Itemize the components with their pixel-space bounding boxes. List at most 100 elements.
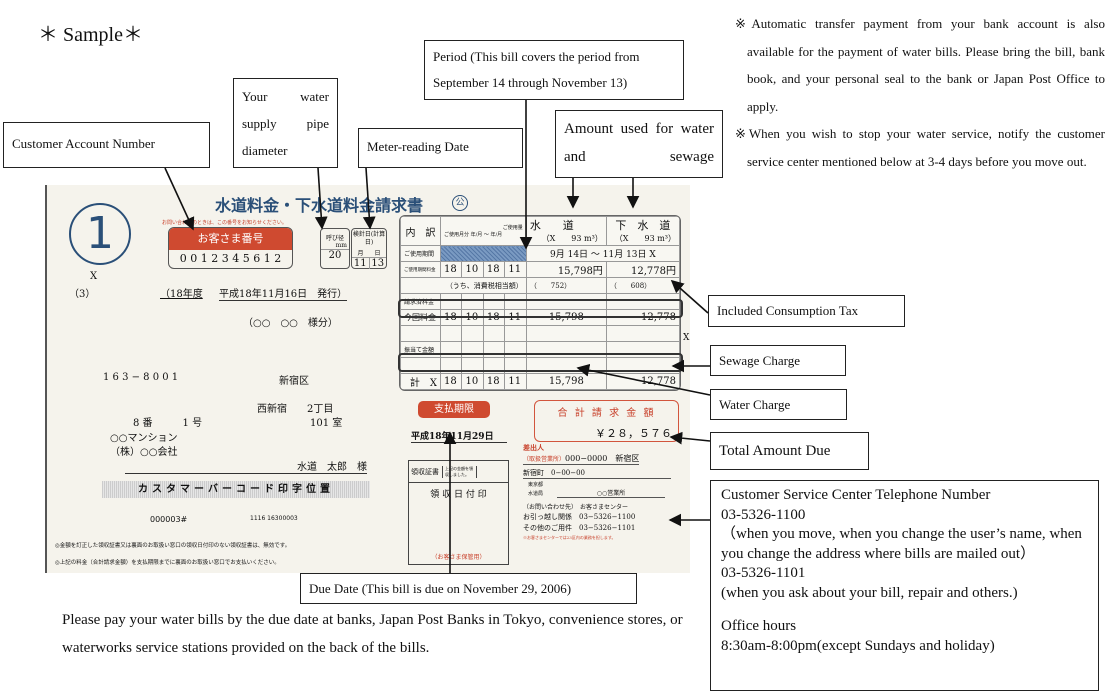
receipt-note: 上記の金額を領収しました。: [442, 465, 477, 478]
town: 西新宿 2丁目: [257, 404, 334, 415]
contact-label: （お問い合わせ先） お客さまセンター: [523, 504, 629, 511]
sample-label: ＊ Sample＊: [38, 24, 143, 46]
code-1: 000003#: [150, 515, 188, 524]
building: ○○マンション: [110, 433, 178, 444]
meter-month-label: 月: [357, 250, 364, 257]
callout-account: Customer Account Number: [3, 122, 210, 168]
header-usage-amount: ご使用量: [502, 225, 523, 231]
receipt-label: 領収証書: [411, 467, 439, 476]
month-cell: 18: [439, 373, 463, 390]
cs-phone-2-desc: (when you ask about your bill, repair an…: [721, 584, 1018, 601]
this-charge-highlight: [398, 299, 683, 318]
callout-customer-service: Customer Service Center Telephone Number…: [710, 480, 1099, 691]
due-label: 支払期限: [418, 401, 490, 418]
moving-phone: お引っ越し関係 03−5326−1100: [523, 513, 636, 521]
water-usage: （X 93 m³）: [541, 234, 603, 243]
due-date: 平成18年11月29日: [411, 429, 507, 443]
sewer-charge: 12,778円: [605, 261, 680, 278]
month-cell: 18: [439, 261, 463, 278]
callout-amount: Amount used for water and sewage: [555, 110, 723, 178]
water-total: 15,798: [525, 373, 607, 390]
meter-month: 11: [353, 258, 367, 269]
meter-day: 13: [368, 258, 387, 269]
meter-day-label: 日: [374, 250, 381, 257]
bill-title: 水道料金・下水道料金請求書: [215, 196, 424, 215]
bottom-text: Please pay your water bills by the due d…: [62, 612, 683, 656]
office-code: 000−0000 新宿区: [565, 454, 640, 463]
sewer-usage: （X 93 m³）: [614, 234, 676, 243]
row-tax-label: （うち、消費税相当額）: [400, 277, 527, 294]
other-phone: その他のご用件 03−5326−1101: [523, 524, 636, 532]
callout-sewage: Sewage Charge: [710, 345, 846, 376]
receipt-keep: （お客さま保管用）: [431, 554, 486, 561]
account-number: 0 0 1 2 3 4 5 6 1 2: [179, 252, 282, 265]
row-charge-label: ご使用期間料金: [400, 261, 441, 278]
month-cell: 11: [504, 261, 527, 278]
callout-due: Due Date (This bill is due on November 2…: [300, 573, 637, 604]
month-cell: 10: [461, 261, 484, 278]
tokyo: 東京都: [528, 482, 544, 488]
callout-pipe: Your water supply pipe diameter: [233, 78, 338, 168]
period-value: 9月 14日 〜 11月 13日 X: [525, 245, 680, 262]
month-cell: 18: [482, 373, 506, 390]
pipe-box: 呼び径 mm 20: [320, 228, 350, 269]
water-bill: 1 水道料金・下水道料金請求書 公 お問い合わせのときは、この番号をお知らせくだ…: [45, 185, 690, 573]
month-cell: 10: [461, 373, 484, 390]
month-cell: 11: [504, 373, 527, 390]
room: 101 室: [310, 418, 343, 429]
bureau: 水道局: [528, 491, 544, 497]
cs-title: Customer Service Center Telephone Number: [721, 487, 991, 503]
cs-hours-label: Office hours: [721, 618, 797, 634]
pipe-value: 20: [321, 249, 349, 261]
cs-phone-2: 03-5326-1101: [721, 565, 806, 581]
header-water: 水 道: [529, 219, 574, 232]
x-mark: X: [90, 271, 98, 282]
account-label: お客さま番号: [169, 228, 292, 250]
x-mark: X: [683, 333, 690, 343]
office-line: （取扱営業所）000−0000 新宿区: [523, 453, 640, 465]
meter-label: 検針日(計算日): [352, 231, 386, 246]
issue-date: 平成18年11月16日 発行）: [219, 285, 347, 301]
ward: 新宿区: [279, 376, 309, 387]
header-breakdown: 内 訳: [400, 216, 441, 246]
charges-table: 内 訳 ご使用量ご使用月分 年/月 〜 年/月 水 道 （X 93 m³） 下 水 道 （…: [399, 215, 681, 391]
cs-hours: 8:30am-8:00pm(except Sundays and holiday…: [721, 637, 995, 654]
inquiry-note: お問い合わせのときは、この番号をお知らせください。: [162, 220, 287, 226]
row-total-label: 計 X: [400, 373, 441, 390]
cs-phone-1: 03-5326-1100: [721, 506, 806, 523]
callout-water: Water Charge: [710, 389, 847, 420]
office-name: ○○営業所: [557, 488, 665, 498]
block: 8 番 1 号: [133, 418, 203, 429]
note-auto-transfer: ※Automatic transfer payment from your ba…: [735, 16, 1105, 114]
footnote-1: ◎金額を訂正した領収証書又は裏面のお取扱い窓口の領収日付印のない領収証書は、無効…: [55, 543, 291, 549]
total-label: 合 計 請 求 金 額: [557, 408, 656, 419]
bill-number-circle: 1: [69, 203, 131, 265]
barcode-position: カスタマーバーコード印字位置: [102, 481, 370, 498]
callout-meter: Meter-reading Date: [358, 128, 523, 168]
fiscal-year: （18年度: [160, 289, 203, 300]
receipt-box: 領収証書上記の金額を領収しました。 領 収 日 付 印 （お客さま保管用）: [408, 460, 509, 565]
row-period-label: ご使用期間: [400, 245, 441, 262]
company: （株）○○会社: [110, 447, 178, 458]
water-tax: （ 752）: [525, 277, 607, 294]
public-mark: 公: [452, 195, 468, 211]
code-2: 1116 16300003: [250, 515, 298, 522]
callout-period: Period (This bill covers the period from…: [424, 40, 684, 100]
header-usage-month: ご使用月分 年/月 〜 年/月: [444, 232, 503, 238]
pipe-label: 呼び径: [325, 235, 344, 242]
note-stop-service: ※When you wish to stop your water servic…: [735, 126, 1105, 169]
account-box: お客さま番号 0 0 1 2 3 4 5 6 1 2: [168, 227, 293, 269]
total-highlight: [398, 353, 683, 372]
addressee-of: （○○ ○○ 様分）: [243, 318, 338, 329]
name-line: 水道 太郎 様: [125, 458, 367, 474]
callout-total: Total Amount Due: [710, 432, 869, 470]
sewer-tax: （ 608）: [605, 277, 680, 294]
sender-label: 差出人: [523, 443, 544, 452]
total-amount: ￥２８，５７６: [595, 427, 672, 440]
receipt-stamp: 領 収 日 付 印: [430, 490, 487, 500]
postal-code: 1 6 3 − 8 0 0 1: [103, 372, 179, 383]
total-box: 合 計 請 求 金 額 ￥２８，５７６: [534, 400, 679, 442]
header-sewer: 下 水 道: [615, 219, 671, 232]
pipe-unit: mm: [335, 242, 347, 249]
month-cell: 18: [482, 261, 506, 278]
